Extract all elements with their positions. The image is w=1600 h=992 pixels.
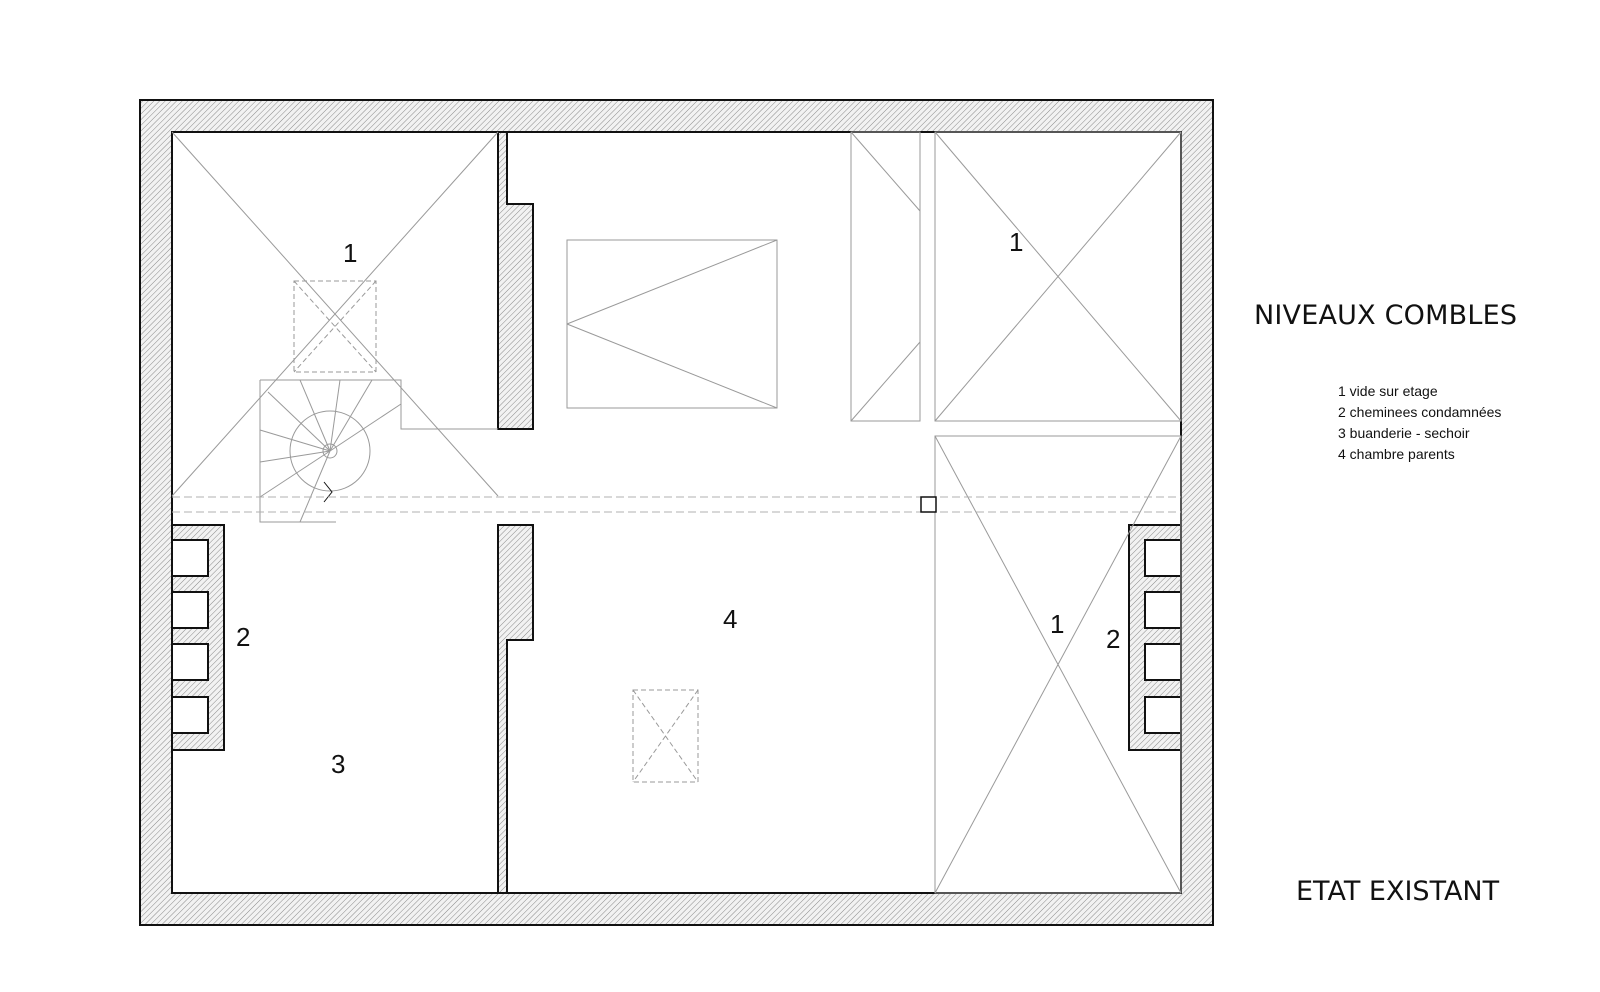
trapdoor-top-left	[293, 280, 377, 373]
label-chimney-right: 2	[1106, 624, 1120, 654]
label-void-top-left: 1	[343, 238, 357, 268]
label-void-right: 1	[1050, 609, 1064, 639]
chimney-right	[1128, 524, 1182, 751]
trapdoor-bedroom	[632, 689, 699, 783]
ridge-lines	[172, 496, 1181, 513]
legend: 1 vide sur etage 2 cheminees condamnées …	[1338, 381, 1501, 465]
chimney-left	[171, 524, 225, 751]
legend-item: 4 chambre parents	[1338, 446, 1455, 462]
label-void-top-right: 1	[1009, 227, 1023, 257]
legend-item: 3 buanderie - sechoir	[1338, 425, 1470, 441]
spiral-stair	[259, 379, 498, 523]
post	[920, 496, 937, 513]
label-chimney-left: 2	[236, 622, 250, 652]
partition-wall-lower	[497, 524, 534, 894]
plan-status: ETAT EXISTANT	[1296, 876, 1500, 907]
void-top-right	[934, 131, 1182, 422]
skylight-box-center	[566, 239, 778, 409]
legend-item: 1 vide sur etage	[1338, 383, 1438, 399]
label-bedroom: 4	[723, 604, 737, 634]
plan-title: NIVEAUX COMBLES	[1254, 300, 1518, 331]
label-laundry: 3	[331, 749, 345, 779]
partition-wall-upper	[497, 131, 534, 430]
legend-item: 2 cheminees condamnées	[1338, 404, 1502, 420]
vertical-box-upper-right	[850, 131, 921, 422]
void-top-left	[171, 131, 499, 497]
